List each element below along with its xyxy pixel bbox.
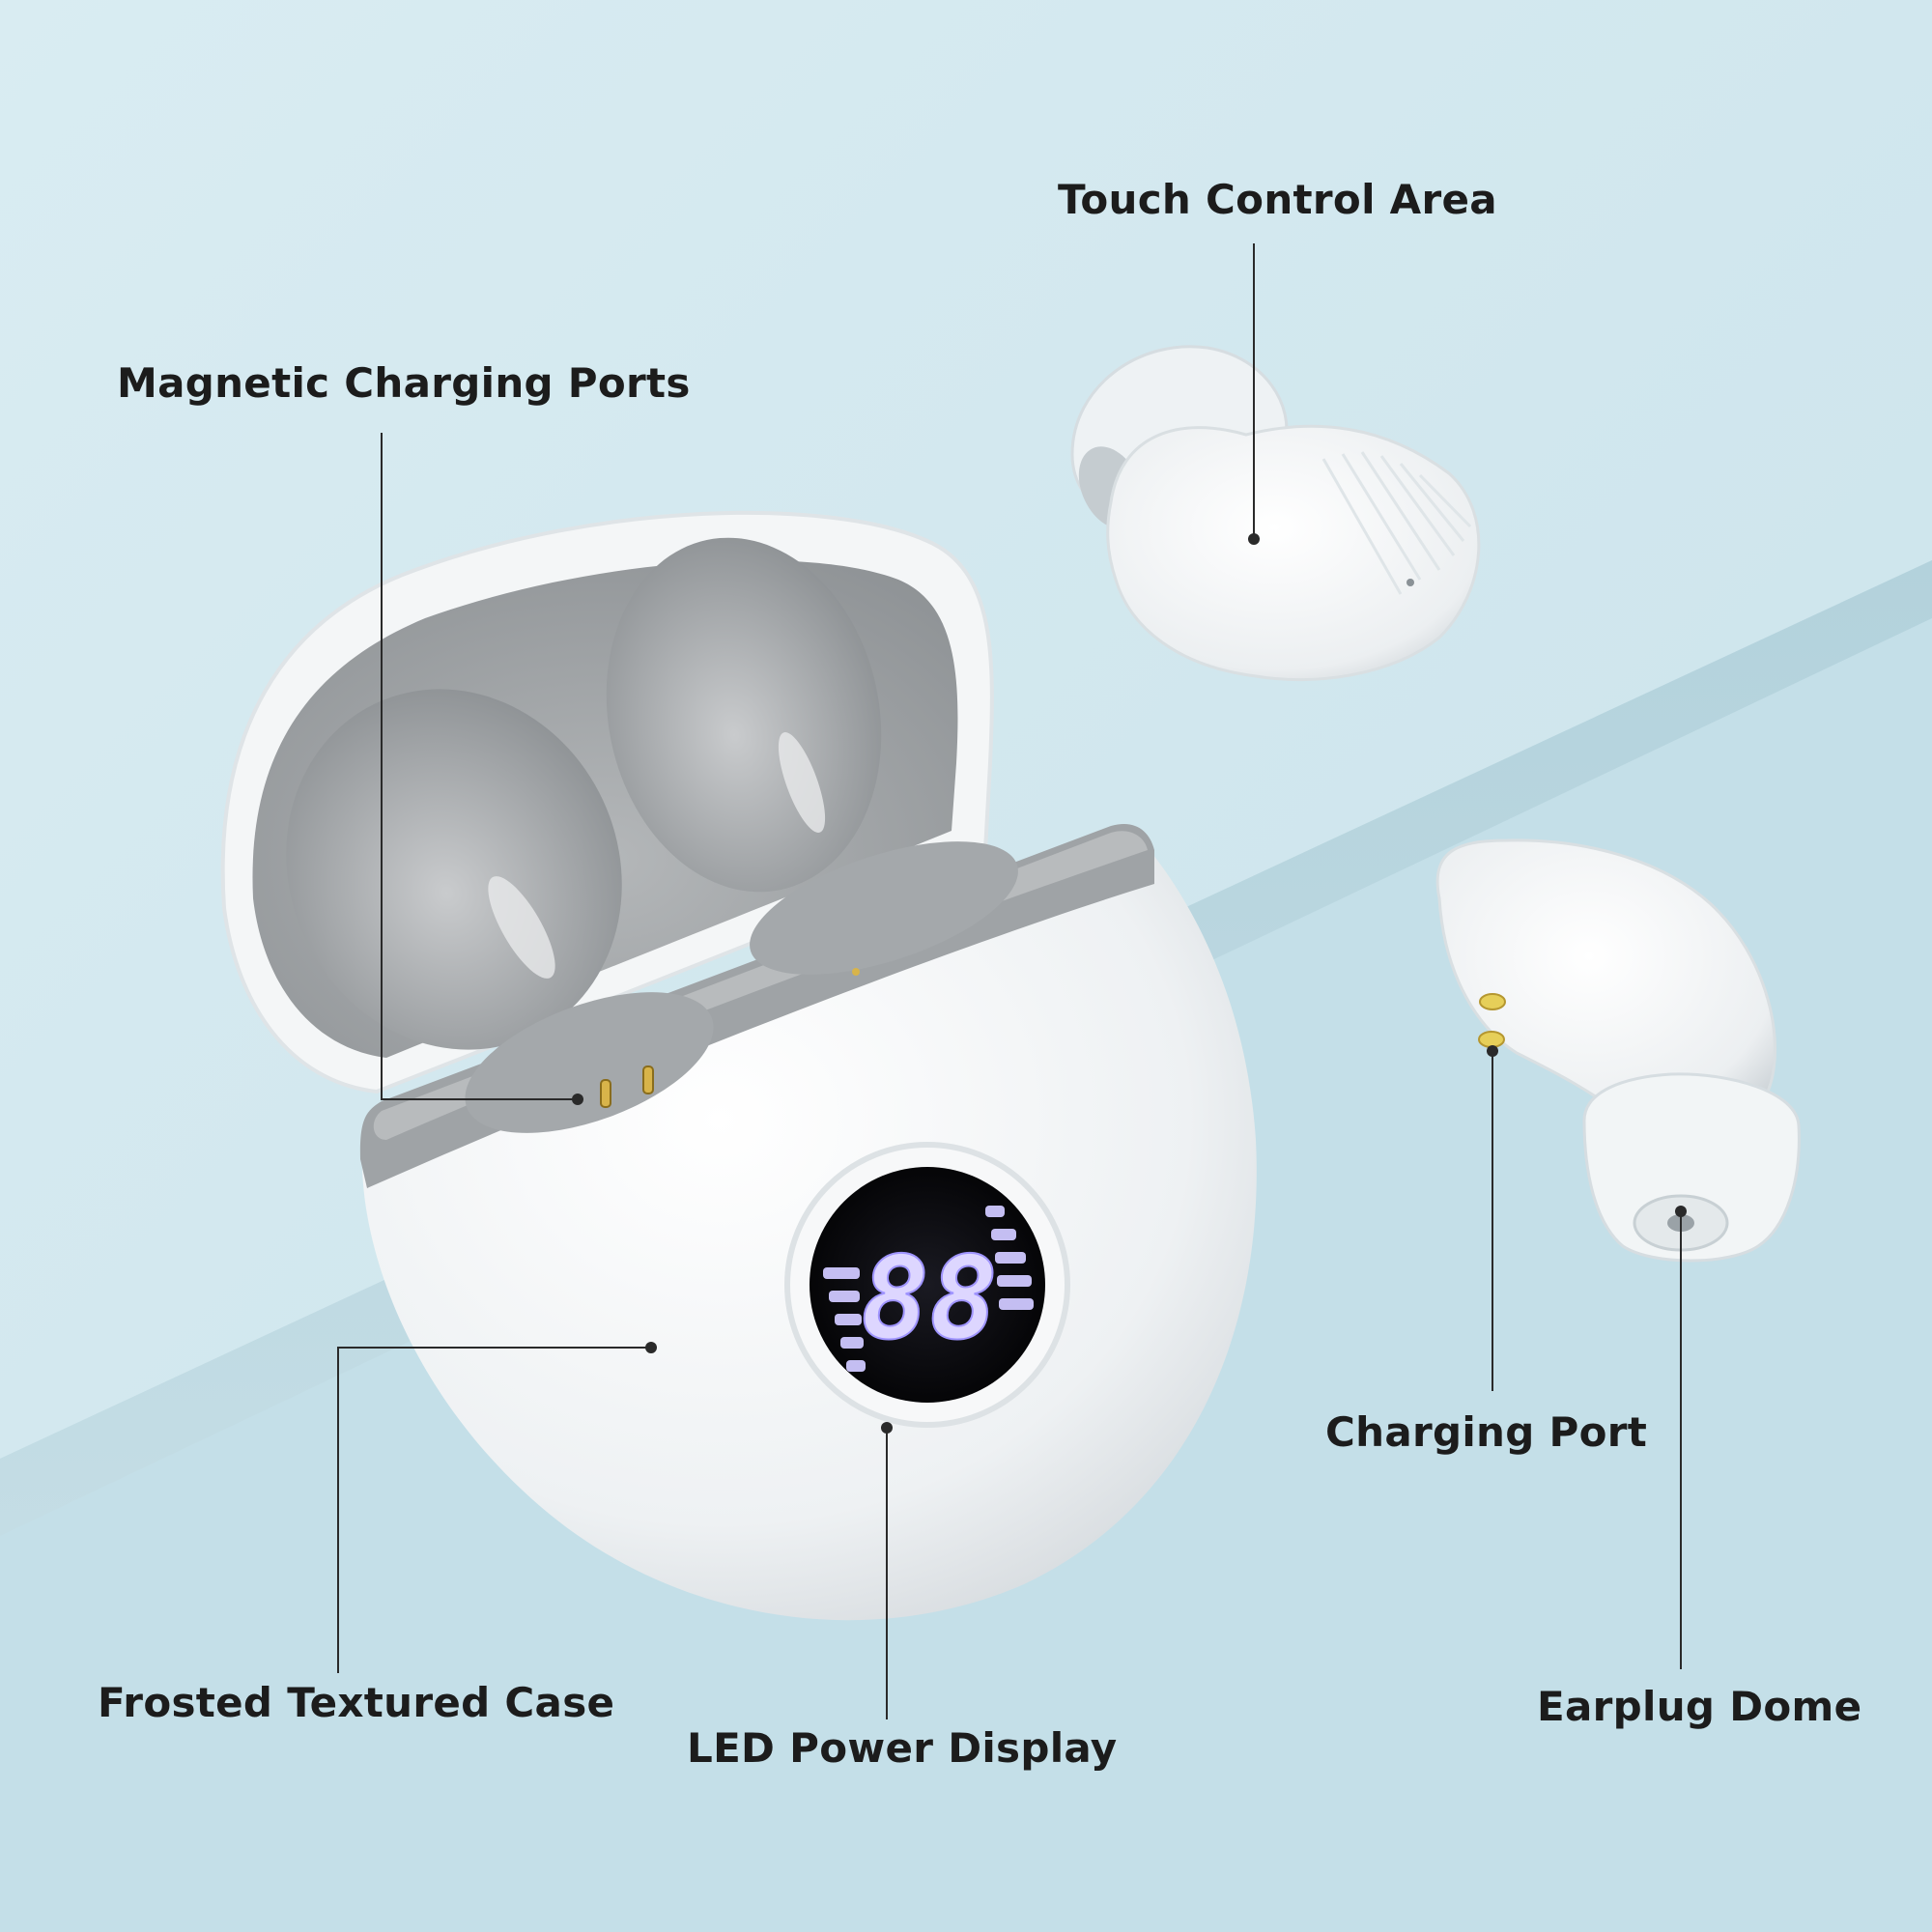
- leader-lines: [337, 243, 1682, 1719]
- charging-case: 88: [220, 510, 1257, 1621]
- earbud-bottom: [1435, 838, 1801, 1263]
- dot-touch-control: [1248, 533, 1260, 545]
- label-charging-port: Charging Port: [1325, 1408, 1648, 1456]
- leader-magnetic-ports: [381, 433, 578, 1100]
- leader-frosted-case: [337, 1347, 651, 1673]
- magnetic-charging-pins: [600, 968, 860, 1108]
- led-digits: 88: [861, 1232, 998, 1365]
- led-battery-bars-right: [985, 1206, 1034, 1310]
- lid-highlight-right: [778, 732, 826, 833]
- dot-frosted-case: [645, 1342, 657, 1353]
- label-earplug-dome: Earplug Dome: [1537, 1683, 1862, 1730]
- earbud-top-mic-hole: [1406, 579, 1414, 586]
- dot-charging-port: [1487, 1045, 1498, 1057]
- dot-led-display: [881, 1422, 893, 1434]
- lid-highlight-left: [488, 876, 555, 979]
- label-frosted-textured-case: Frosted Textured Case: [98, 1679, 615, 1726]
- led-power-display: 88: [784, 1142, 1070, 1428]
- label-touch-control-area: Touch Control Area: [1058, 176, 1497, 223]
- led-battery-bars-left: [823, 1267, 866, 1372]
- base-slot-right: [750, 841, 1018, 975]
- leader-dots: [572, 533, 1687, 1434]
- earbud-bottom-body: [1435, 838, 1776, 1132]
- earbud-top: [1070, 345, 1481, 682]
- label-led-power-display: LED Power Display: [687, 1724, 1118, 1772]
- base-slot-left: [465, 992, 714, 1133]
- label-magnetic-charging-ports: Magnetic Charging Ports: [117, 359, 691, 407]
- dot-magnetic-ports: [572, 1094, 583, 1105]
- earbud-top-ribs: [1321, 451, 1472, 595]
- dot-earplug-dome: [1675, 1206, 1687, 1217]
- earbud-top-body: [1106, 424, 1481, 682]
